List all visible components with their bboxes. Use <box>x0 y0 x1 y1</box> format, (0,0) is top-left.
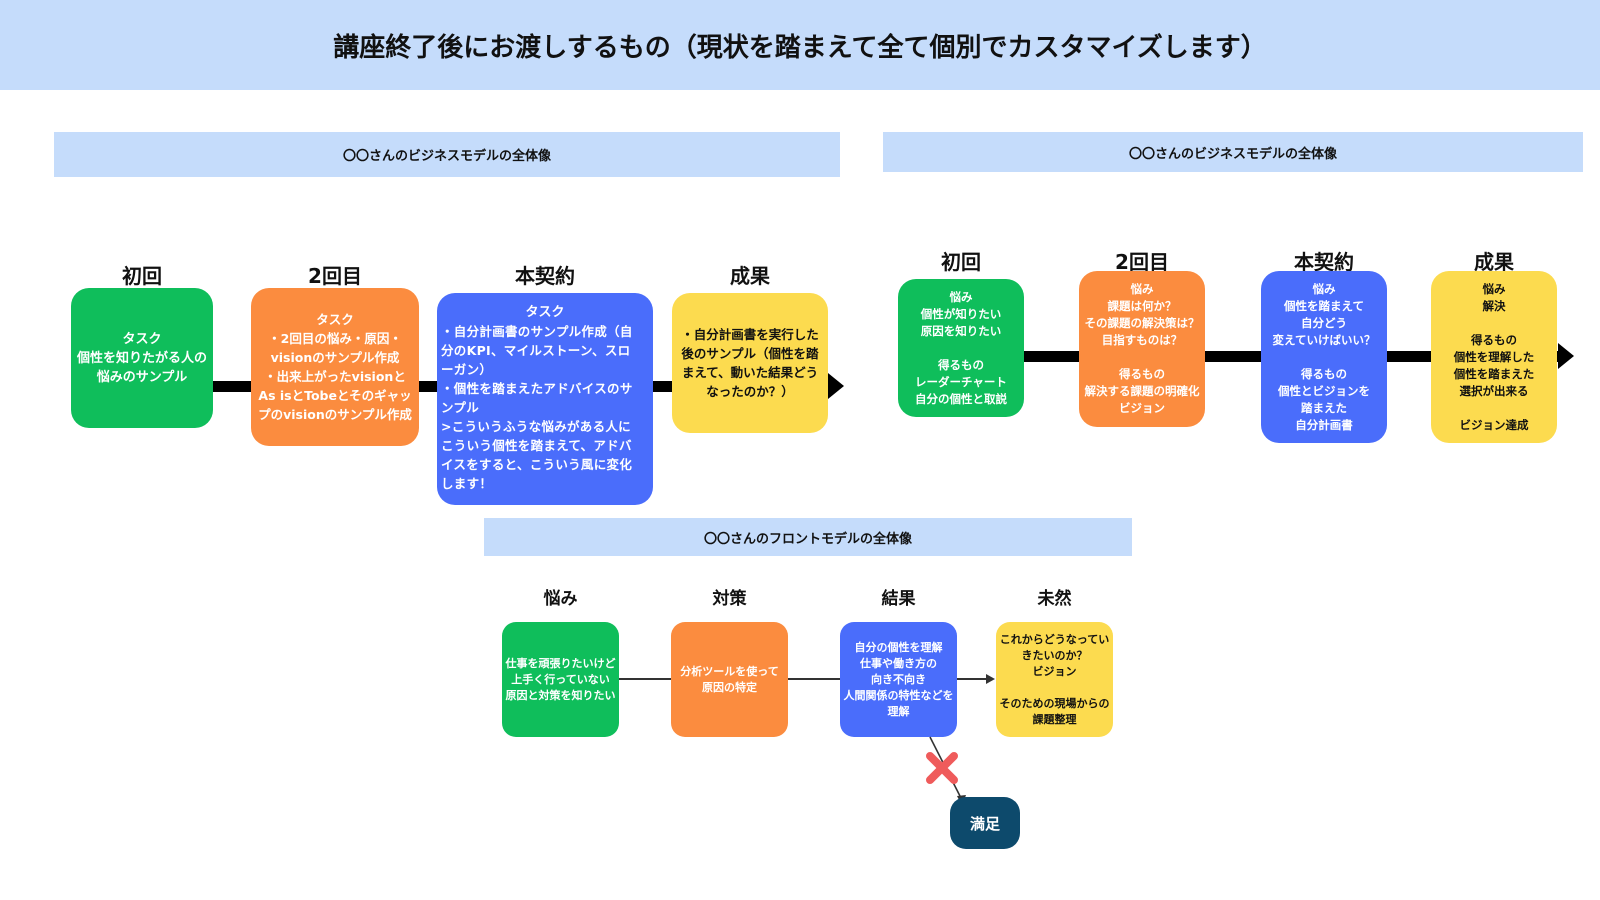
cross-mark-icon <box>926 752 958 784</box>
section-header-left: 〇〇さんのビジネスモデルの全体像 <box>54 132 840 177</box>
front-box-result: 自分の個性を理解 仕事や働き方の 向き不向き 人間関係の特性などを 理解 <box>840 622 957 737</box>
step-box-contract-text: ・自分計画書のサンプル作成（自 分のKPI、マイルストーン、スロ ーガン） ・個… <box>441 324 633 491</box>
step-label-second-right: 2回目 <box>1115 250 1169 274</box>
front-label-result: 結果 <box>881 589 916 609</box>
timeline-arrowhead-right <box>1558 343 1574 369</box>
step-label-contract-right: 本契約 <box>1294 250 1354 274</box>
front-box-prevention: これからどうなってい きたいのか？ ビジョン そのための現場からの 課題整理 <box>996 622 1113 737</box>
front-box-measure: 分析ツールを使って 原因の特定 <box>671 622 788 737</box>
page-title: 講座終了後にお渡しするもの（現状を踏まえて全て個別でカスタマイズします） <box>0 0 1600 90</box>
step-label-result: 成果 <box>730 264 770 288</box>
step-label-second: 2回目 <box>308 264 362 288</box>
step-box-first: タスク 個性を知りたがる人の 悩みのサンプル <box>71 288 213 428</box>
step-box-result-right: 悩み 解決 得るもの 個性を理解した 個性を踏まえた 選択が出来る ビジョン達成 <box>1431 271 1557 443</box>
step-label-first-right: 初回 <box>941 250 981 274</box>
connector-2 <box>788 678 840 680</box>
step-box-contract-heading: タスク <box>525 305 565 320</box>
step-box-first-right: 悩み 個性が知りたい 原因を知りたい 得るもの レーダーチャート 自分の個性と取… <box>898 279 1024 417</box>
timeline-line-right <box>960 351 1560 362</box>
section-header-front: 〇〇さんのフロントモデルの全体像 <box>484 518 1132 556</box>
connector-3 <box>957 678 987 680</box>
connector-3-arrowhead <box>986 674 995 684</box>
step-label-contract: 本契約 <box>515 264 575 288</box>
step-label-result-right: 成果 <box>1474 250 1514 274</box>
front-label-measure: 対策 <box>712 589 747 609</box>
step-box-second-right: 悩み 課題は何か？ その課題の解決策は？ 目指すものは？ 得るもの 解決する課題… <box>1079 271 1205 427</box>
step-box-contract-right: 悩み 個性を踏まえて 自分どう 変えていけばいい？ 得るもの 個性とビジョンを … <box>1261 271 1387 443</box>
timeline-arrowhead-left <box>828 373 844 399</box>
front-label-worry: 悩み <box>543 589 578 609</box>
step-box-result: ・自分計画書を実行した 後のサンプル（個性を踏 まえて、動いた結果どう なったの… <box>672 293 828 433</box>
front-box-worry: 仕事を頑張りたいけど 上手く行っていない 原因と対策を知りたい <box>502 622 619 737</box>
step-box-second: タスク ・2回目の悩み・原因・ visionのサンプル作成 ・出来上がったvis… <box>251 288 419 446</box>
section-header-right: 〇〇さんのビジネスモデルの全体像 <box>883 132 1583 172</box>
end-node-satisfaction: 満足 <box>950 797 1020 849</box>
connector-1 <box>619 678 673 680</box>
front-label-prevention: 未然 <box>1037 589 1072 609</box>
step-label-first: 初回 <box>122 264 162 288</box>
step-box-contract: タスク ・自分計画書のサンプル作成（自 分のKPI、マイルストーン、スロ ーガン… <box>437 293 653 505</box>
